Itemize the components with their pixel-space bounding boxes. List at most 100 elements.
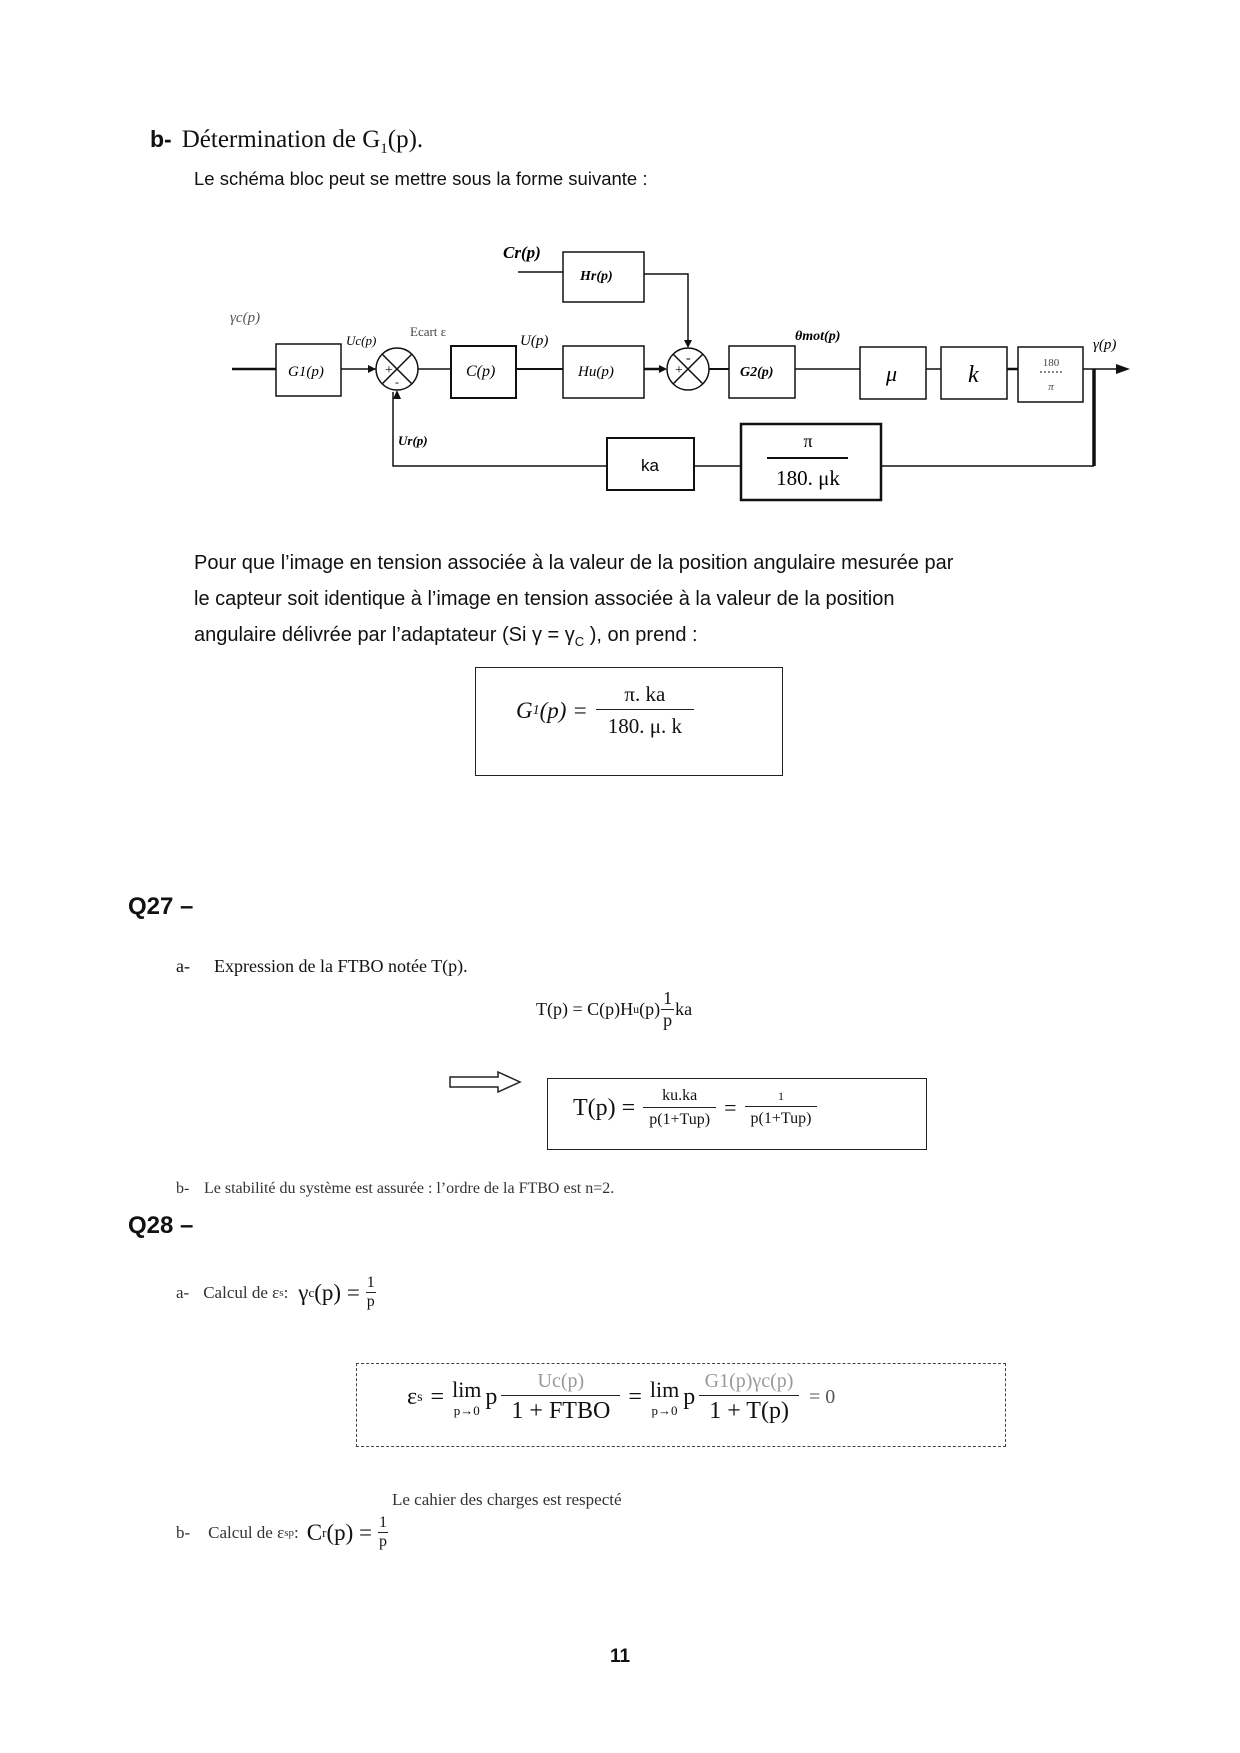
arrowhead-output <box>1116 364 1130 374</box>
section-b-intro: Le schéma bloc peut se mettre sous la fo… <box>194 168 648 189</box>
t-formula: T(p) = ku.ka p(1+Tup) = 1 p(1+Tup) <box>573 1087 818 1129</box>
ka-to-sum1-line <box>392 392 607 467</box>
hr-block <box>562 251 645 303</box>
section-b-label: b- <box>150 126 172 152</box>
lim-equals-2: = <box>628 1384 642 1410</box>
c-block <box>450 345 517 399</box>
eq2-fraction-1: ku.ka p(1+Tup) <box>643 1087 717 1129</box>
g1-lhs: G <box>516 697 533 723</box>
theta-label: θmot(p) <box>795 329 840 344</box>
q28-b-label: b- <box>176 1522 191 1542</box>
q28-b-den: p <box>377 1532 388 1550</box>
input-label: γc(p) <box>230 310 260 326</box>
eq1-fraction: 1 p <box>661 988 675 1031</box>
ecart-label: Ecart ε <box>410 324 447 339</box>
q27-b-label: b- <box>176 1180 190 1197</box>
q28-b-fraction: 1 p <box>377 1514 388 1551</box>
q27-a-label: a- <box>176 956 190 976</box>
lim-fraction-1: Uc(p) 1 + FTBO <box>501 1370 621 1425</box>
eq2-lhs: T(p) = <box>573 1094 636 1121</box>
eq1-sub: u <box>633 1002 640 1016</box>
arrowhead-sum2-in <box>659 365 667 373</box>
line3-sub: C <box>574 634 585 649</box>
q27-a-text: Expression de la FTBO notée T(p). <box>214 956 468 976</box>
q28-b-num: 1 <box>378 1514 387 1531</box>
ka-block-label: ka <box>641 456 660 475</box>
u-label: U(p) <box>520 333 548 349</box>
q28-a-colon: : <box>283 1282 289 1302</box>
c-block-label: C(p) <box>466 363 495 380</box>
page-number: 11 <box>609 1646 631 1667</box>
lim-under-2: p→0 <box>651 1402 678 1418</box>
g2-block <box>728 345 796 399</box>
lim-result: = 0 <box>808 1386 836 1408</box>
section-b-title: Détermination de G1(p). <box>181 126 423 157</box>
eq2-num2: 1 <box>777 1088 784 1103</box>
lim-p-2: p <box>683 1384 696 1410</box>
arrowhead-sum1-in <box>368 365 376 373</box>
conv-block <box>1017 346 1084 403</box>
title-text: Détermination de G <box>181 126 381 153</box>
hu-block <box>562 345 645 399</box>
eq2-den1: p(1+Tup) <box>643 1107 717 1129</box>
eq2-fraction-2: 1 p(1+Tup) <box>744 1088 818 1128</box>
q28-a-fraction: 1 p <box>365 1274 376 1311</box>
lim-den2: 1 + T(p) <box>699 1395 799 1425</box>
q27-heading: Q27 – <box>128 893 194 920</box>
q28-a-eq-sub: c <box>308 1284 315 1300</box>
q28-a-text: Calcul de ε <box>203 1282 280 1302</box>
lim-num2: G1(p)γc(p) <box>704 1370 794 1392</box>
q28-b-eq-end: (p) = <box>326 1519 372 1545</box>
conv-den: π <box>1048 381 1054 393</box>
paragraph-line-2: le capteur soit identique à l’image en t… <box>194 588 895 610</box>
line3-end: ), on prend : <box>584 624 698 646</box>
hr-to-sum2-line <box>644 273 689 340</box>
output-label: γ(p) <box>1093 337 1116 353</box>
arrowhead-sum2-top <box>684 340 692 348</box>
lim-word-2: lim <box>649 1376 680 1402</box>
paragraph-line-3: angulaire délivrée par l’adaptateur (Si … <box>194 617 1114 660</box>
lim-den1: 1 + FTBO <box>501 1395 621 1425</box>
mu-block <box>859 346 927 400</box>
line3-start: angulaire délivrée par l’adaptateur (Si … <box>194 624 575 646</box>
g1-block <box>275 343 342 397</box>
hu-block-label: Hu(p) <box>577 364 614 380</box>
k-block <box>940 346 1008 400</box>
q28-a-eq-lhs: γ <box>298 1279 309 1305</box>
lim-lhs-sub: s <box>417 1389 423 1405</box>
sum2-minus-sign: - <box>686 351 691 366</box>
arrowhead-sum1-feedback <box>393 390 401 399</box>
t-formula-box: T(p) = ku.ka p(1+Tup) = 1 p(1+Tup) <box>547 1078 927 1150</box>
eq1-end: ka <box>675 999 693 1019</box>
q28-a-eq-end: (p) = <box>314 1279 360 1305</box>
lim-num1: Uc(p) <box>537 1370 585 1392</box>
q28-a-sub: s <box>279 1286 284 1299</box>
conv-num: 180 <box>1043 357 1060 369</box>
ur-label: Ur(p) <box>398 433 428 448</box>
q28-b-eq-lhs: C <box>306 1519 323 1545</box>
g1-fraction: π. ka 180. μ. k <box>595 682 694 739</box>
k-block-label: k <box>968 362 979 388</box>
sum2-plus-sign: + <box>675 363 683 378</box>
eq2-num1: ku.ka <box>662 1087 698 1104</box>
paragraph-line-1: Pour que l’image en tension associée à l… <box>194 552 954 574</box>
title-sub: 1 <box>380 141 388 157</box>
q28-a-label: a- <box>176 1282 190 1302</box>
block-diagram: + - + - γc(p) G1(p) Uc(p) Ecart ε C(p) U… <box>230 243 1130 502</box>
eq1-lhs: T(p) = C(p)H <box>536 999 634 1019</box>
eq1-mid: (p) <box>639 999 661 1019</box>
g1-block-label: G1(p) <box>288 364 324 380</box>
q28-a-num: 1 <box>366 1274 375 1291</box>
g1-lhs-sub: 1 <box>532 702 540 718</box>
mu-block-label: μ <box>885 361 897 386</box>
q28-heading: Q28 – <box>128 1212 194 1239</box>
cr-label: Cr(p) <box>503 243 541 262</box>
sum1-minus-sign: - <box>395 375 399 389</box>
g2-block-label: G2(p) <box>740 365 773 380</box>
paragraph: Pour que l’image en tension associée à l… <box>194 545 1114 660</box>
